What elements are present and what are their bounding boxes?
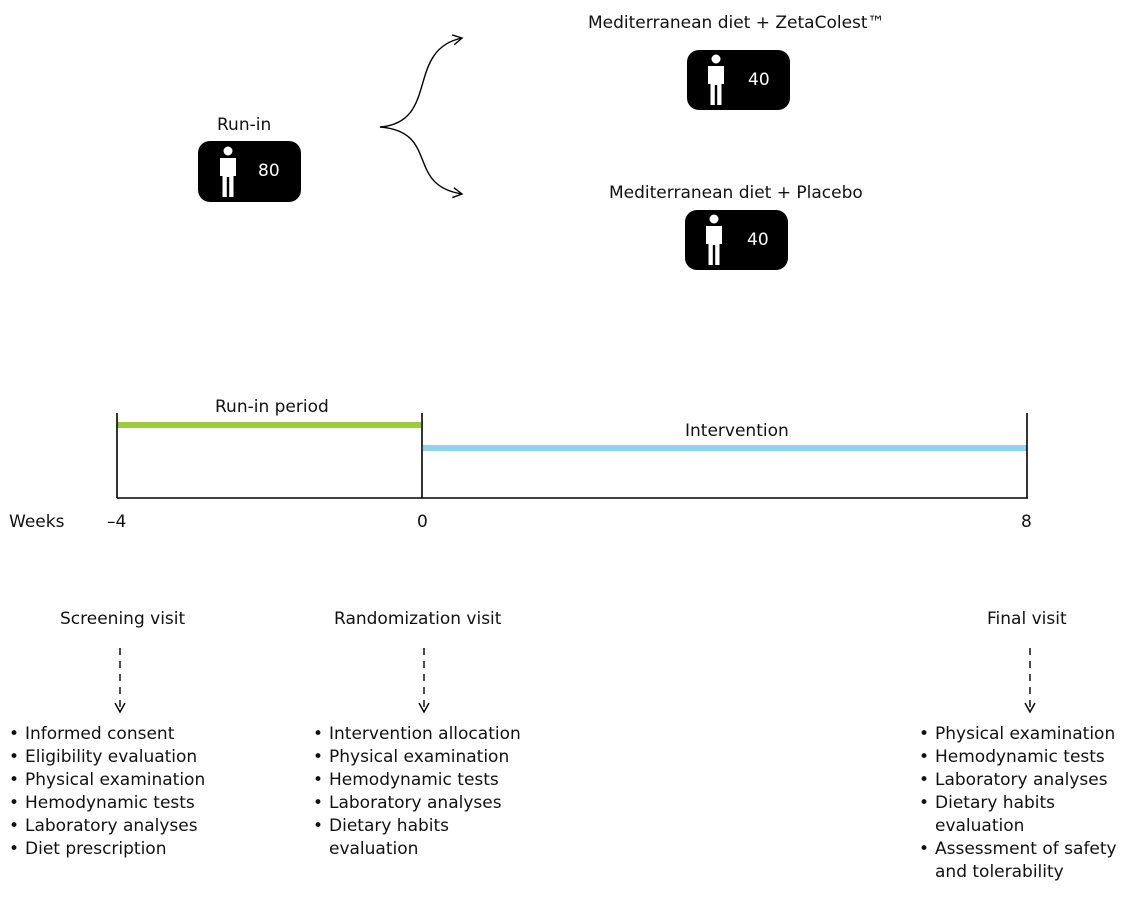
run-in-label: Run-in: [217, 115, 272, 135]
zeta-group-label: Mediterranean diet + ZetaColest™: [588, 12, 885, 34]
list-item: Informed consent: [7, 723, 205, 746]
final-visit-list: Physical examination Hemodynamic tests L…: [917, 723, 1117, 884]
list-item: Physical examination: [311, 746, 521, 769]
list-item: Dietary habits: [917, 792, 1117, 815]
run-in-period-label: Run-in period: [215, 397, 329, 417]
list-item: Laboratory analyses: [7, 815, 205, 838]
list-item: Assessment of safety: [917, 838, 1117, 861]
randomization-visit-list: Intervention allocation Physical examina…: [311, 723, 521, 861]
tick-label-8: 8: [1021, 512, 1032, 532]
list-item-continuation: and tolerability: [935, 862, 1064, 882]
randomization-visit-title: Randomization visit: [334, 609, 502, 629]
tick-label-0: 0: [417, 512, 428, 532]
branch-arrow-bottom: [379, 126, 464, 199]
list-item: Physical examination: [917, 723, 1117, 746]
tick-label-minus4: –4: [107, 512, 127, 532]
person-icon: [708, 54, 724, 105]
list-item: Hemodynamic tests: [7, 792, 205, 815]
list-item-continuation: evaluation: [935, 816, 1025, 836]
list-item: Intervention allocation: [311, 723, 521, 746]
list-item: Hemodynamic tests: [917, 746, 1117, 769]
list-item-continuation: evaluation: [329, 839, 419, 859]
final-visit-title: Final visit: [987, 609, 1067, 629]
weeks-label: Weeks: [9, 512, 65, 532]
person-icon: [220, 146, 236, 197]
zeta-count-box: 40: [687, 50, 790, 110]
list-item: Physical examination: [7, 769, 205, 792]
zeta-group-label-text: Mediterranean diet + ZetaColest™: [588, 13, 885, 33]
person-icon: [706, 214, 722, 265]
list-item: Laboratory analyses: [917, 769, 1117, 792]
placebo-group-label: Mediterranean diet + Placebo: [609, 183, 863, 203]
branch-arrow-top: [379, 34, 464, 128]
placebo-count-box: 40: [685, 210, 788, 270]
list-item: Dietary habits: [311, 815, 521, 838]
intervention-label: Intervention: [685, 421, 789, 441]
placebo-count: 40: [747, 230, 769, 250]
run-in-count: 80: [258, 161, 280, 181]
list-item: Eligibility evaluation: [7, 746, 205, 769]
list-item: Laboratory analyses: [311, 792, 521, 815]
list-item: Diet prescription: [7, 838, 205, 861]
screening-visit-list: Informed consent Eligibility evaluation …: [7, 723, 205, 861]
screening-visit-title: Screening visit: [60, 609, 186, 629]
list-item: Hemodynamic tests: [311, 769, 521, 792]
run-in-count-box: 80: [198, 141, 301, 202]
zeta-count: 40: [748, 70, 770, 90]
